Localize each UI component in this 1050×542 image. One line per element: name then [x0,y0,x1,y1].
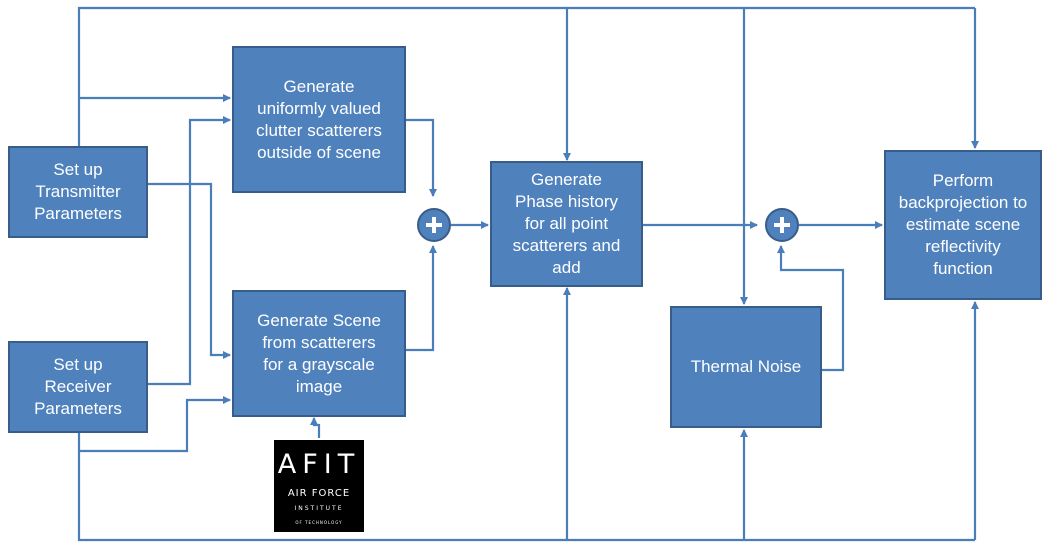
summation-node-right [765,208,799,242]
afit-logo-line2: AIR FORCE [287,488,351,499]
scene-generation-label: Generate Scene from scatterers for a gra… [257,310,381,396]
thermal-noise-box: Thermal Noise [670,306,822,428]
afit-logo-line3: INSTITUTE [294,505,344,512]
clutter-to-sum [406,118,437,197]
receiver-setup-box: Set up Receiver Parameters [8,341,148,433]
scene-generation-box: Generate Scene from scatterers for a gra… [232,290,406,417]
receiver-setup-label: Set up Receiver Parameters [34,355,122,418]
afit-logo: AFIT AIR FORCE INSTITUTE OF TECHNOLOGY [274,440,364,532]
thermal-noise-label: Thermal Noise [690,357,802,376]
phase-history-box: Generate Phase history for all point sca… [490,161,643,287]
noise-to-sum [777,245,845,372]
receiver-to-clutter [148,116,231,386]
receiver-to-scene [79,396,231,453]
transmitter-to-scene [148,182,231,359]
clutter-generation-box: Generate uniformly valued clutter scatte… [232,46,406,193]
transmitter-setup-label: Set up Transmitter Parameters [34,160,122,223]
bottom-bus-line [77,430,975,542]
logo-to-scene [310,417,321,438]
phase-history-label: Generate Phase history for all point sca… [512,170,621,277]
backprojection-box: Perform backprojection to estimate scene… [884,150,1042,300]
afit-logo-line4: OF TECHNOLOGY [295,520,343,525]
summation-node-left [417,208,451,242]
backprojection-label: Perform backprojection to estimate scene… [898,171,1028,278]
transmitter-setup-box: Set up Transmitter Parameters [8,146,148,238]
clutter-generation-label: Generate uniformly valued clutter scatte… [256,76,382,162]
scene-to-sum [406,245,437,352]
top-bus-line [77,6,975,150]
afit-logo-title: AFIT [277,449,361,480]
